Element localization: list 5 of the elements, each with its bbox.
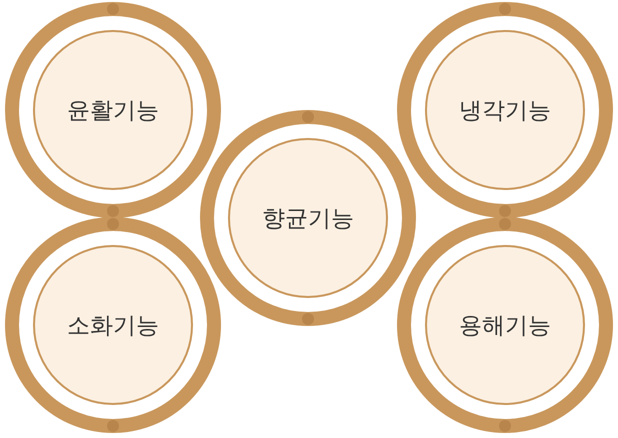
node-label: 용해기능 — [459, 312, 551, 340]
node-label: 냉각기능 — [459, 96, 551, 126]
node-label: 윤활기능 — [67, 96, 159, 126]
node-label: 소화기능 — [67, 312, 159, 340]
node-label: 향균기능 — [262, 204, 354, 234]
